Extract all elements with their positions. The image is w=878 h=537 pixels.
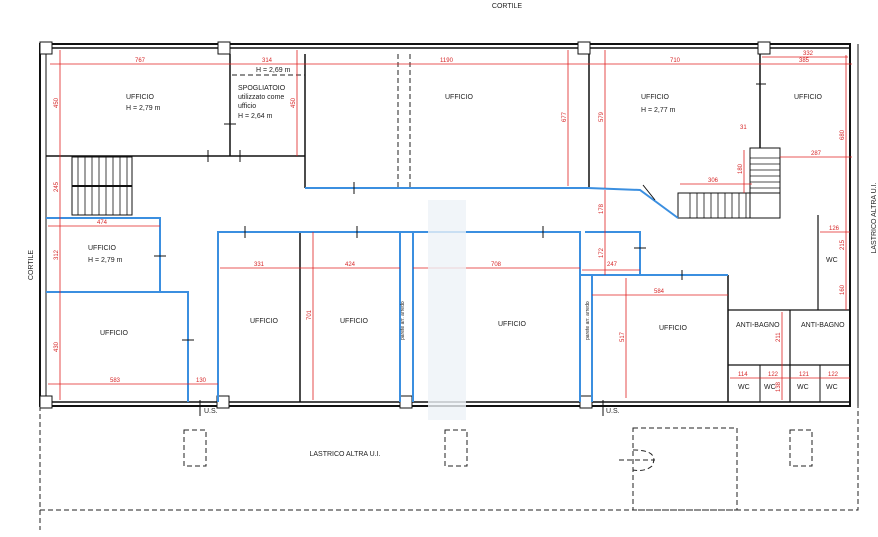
dim-label: 701 xyxy=(307,309,313,320)
label-top-cortile: CORTILE xyxy=(492,3,523,10)
dim-label: 583 xyxy=(110,378,121,384)
label-us-2: U.S. xyxy=(606,408,620,415)
room-name: UFFICIO xyxy=(641,94,670,101)
room-sub: ufficio xyxy=(238,103,256,110)
room-name: UFFICIO xyxy=(88,245,117,252)
room-name: UFFICIO xyxy=(445,94,474,101)
label-us-1: U.S. xyxy=(204,408,218,415)
room-height: H = 2,64 m xyxy=(238,113,273,120)
dim-label: 1190 xyxy=(440,58,454,64)
label-bottom-lastrico: LASTRICO ALTRA U.I. xyxy=(309,451,380,458)
room-name: WC xyxy=(797,384,809,391)
dim-label: 160 xyxy=(840,284,846,295)
room-sub: utilizzato come xyxy=(238,94,284,101)
partition-note: parete arr. arredo xyxy=(585,301,591,340)
partition-note: parete arr. arredo xyxy=(400,301,406,340)
room-name: UFFICIO xyxy=(126,94,155,101)
dim-label: 312 xyxy=(54,249,60,260)
dim-label: 332 xyxy=(803,51,814,57)
dimension-lines xyxy=(48,50,852,400)
label-left-cortile: CORTILE xyxy=(28,250,35,281)
room-name: WC xyxy=(826,257,838,264)
room-name: UFFICIO xyxy=(340,318,369,325)
room-name: UFFICIO xyxy=(498,321,527,328)
dim-label: 677 xyxy=(562,111,568,122)
dim-label: 211 xyxy=(776,332,782,342)
staircase-right xyxy=(677,147,781,219)
dim-label: 450 xyxy=(291,97,297,108)
lastrico-area xyxy=(39,406,859,530)
dim-label: 584 xyxy=(654,289,665,295)
dim-label: 474 xyxy=(97,220,108,226)
room-height: H = 2,79 m xyxy=(88,257,123,264)
dim-label: 130 xyxy=(196,378,207,384)
dim-label: 680 xyxy=(840,129,846,140)
dim-label: 247 xyxy=(607,262,618,268)
dim-label: 114 xyxy=(738,372,748,378)
room-name: UFFICIO xyxy=(659,325,688,332)
room-height-top: H = 2,69 m xyxy=(256,67,291,74)
dim-label: 767 xyxy=(135,58,146,64)
dim-label: 331 xyxy=(254,262,265,268)
label-right-lastrico: LASTRICO ALTRA U.I. xyxy=(871,182,878,253)
dim-label: 178 xyxy=(599,203,605,214)
dim-label: 708 xyxy=(491,262,502,268)
dim-label: 121 xyxy=(799,372,810,378)
dim-label: 122 xyxy=(768,372,779,378)
dim-label: 138 xyxy=(776,381,782,392)
room-name: WC xyxy=(764,384,776,391)
room-name: UFFICIO xyxy=(250,318,279,325)
dim-label: 31 xyxy=(740,125,747,131)
room-height: H = 2,77 m xyxy=(641,107,676,114)
room-name: UFFICIO xyxy=(100,330,129,337)
dim-label: 122 xyxy=(828,372,839,378)
dim-label: 385 xyxy=(799,58,810,64)
room-name: ANTI-BAGNO xyxy=(736,322,780,329)
blur-overlay xyxy=(428,200,466,420)
dim-label: 126 xyxy=(829,226,840,232)
dim-label: 517 xyxy=(620,331,626,342)
room-name: UFFICIO xyxy=(794,94,823,101)
dim-label: 172 xyxy=(599,247,605,258)
dim-label: 180 xyxy=(738,163,744,174)
staircase-left xyxy=(71,156,133,216)
internal-walls xyxy=(46,54,850,402)
room-name: WC xyxy=(738,384,750,391)
dim-label: 287 xyxy=(811,151,822,157)
dim-label: 314 xyxy=(262,58,273,64)
dim-label: 215 xyxy=(840,239,846,250)
door-marks xyxy=(154,83,766,416)
dim-label: 579 xyxy=(599,111,605,122)
dim-label: 450 xyxy=(54,97,60,108)
dim-label: 306 xyxy=(708,178,719,184)
room-name: WC xyxy=(826,384,838,391)
dim-label: 424 xyxy=(345,262,356,268)
room-name: ANTI-BAGNO xyxy=(801,322,845,329)
room-height: H = 2,79 m xyxy=(126,105,161,112)
new-partitions xyxy=(46,187,728,402)
dim-label: 245 xyxy=(54,181,60,192)
dim-label: 710 xyxy=(670,58,681,64)
dim-label: 430 xyxy=(54,341,60,352)
room-name: SPOGLIATOIO xyxy=(238,85,286,92)
